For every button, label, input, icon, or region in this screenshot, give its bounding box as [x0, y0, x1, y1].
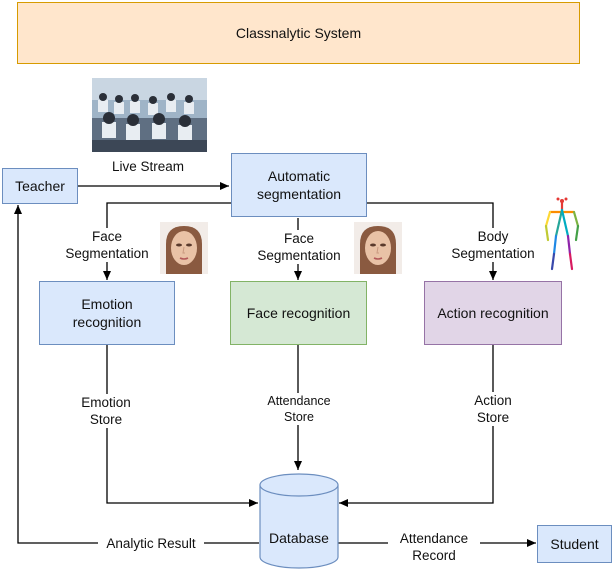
label-face-seg-1: Face Segmentation	[58, 228, 156, 262]
node-emotion-recognition: Emotion recognition	[39, 281, 175, 345]
node-action-label: Action recognition	[437, 305, 549, 321]
node-automatic-segmentation: Automatic segmentation	[231, 153, 367, 217]
label-face-seg-2: Face Segmentation	[249, 230, 349, 264]
label-live-stream: Live Stream	[106, 158, 190, 175]
label-action-store: Action Store	[462, 392, 524, 426]
label-attendance-store: Attendance Store	[256, 393, 342, 425]
face-photo-emotion	[160, 222, 208, 274]
diagram-title: Classnalytic System	[235, 25, 362, 41]
node-emotion-label: Emotion recognition	[72, 296, 142, 330]
database-cylinder	[259, 473, 339, 569]
node-action-recognition: Action recognition	[424, 281, 562, 345]
node-database-label: Database	[269, 530, 329, 546]
label-emotion-store: Emotion Store	[70, 394, 142, 428]
node-teacher: Teacher	[2, 168, 78, 204]
node-teacher-label: Teacher	[15, 178, 65, 194]
label-analytic-result: Analytic Result	[98, 535, 204, 552]
node-student: Student	[537, 525, 612, 563]
node-student-label: Student	[550, 536, 599, 552]
node-auto-seg-label: Automatic segmentation	[256, 168, 342, 202]
node-face-rec-label: Face recognition	[246, 305, 351, 321]
label-body-seg: Body Segmentation	[441, 228, 545, 262]
node-face-recognition: Face recognition	[230, 281, 367, 345]
title-banner: Classnalytic System	[17, 2, 580, 64]
skeleton-pose-figure	[544, 197, 580, 271]
face-photo-face	[354, 222, 402, 274]
node-database: Database	[260, 520, 338, 556]
label-attendance-record: Attendance Record	[388, 530, 480, 564]
classroom-photo	[92, 78, 207, 152]
